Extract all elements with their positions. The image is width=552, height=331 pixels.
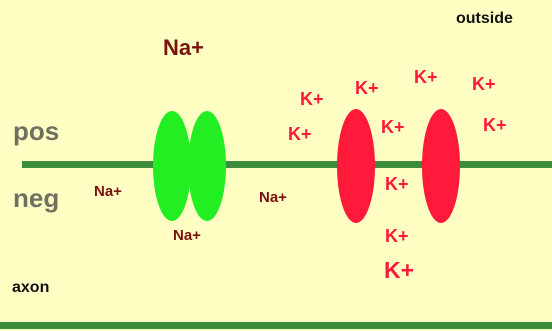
- k-ion-label: K+: [483, 115, 507, 135]
- na-ion-label: Na+: [94, 183, 122, 200]
- axon-label: axon: [12, 279, 50, 296]
- na-ion-label: Na+: [163, 35, 204, 60]
- na-channel-left-half: [153, 111, 191, 221]
- k-channel-right: [422, 109, 460, 223]
- k-ion-label: K+: [384, 257, 415, 283]
- k-ion-label: K+: [288, 124, 312, 144]
- na-channel-right-half: [188, 111, 226, 221]
- k-ion-label: K+: [472, 74, 496, 94]
- na-ion-label: Na+: [259, 189, 287, 206]
- na-ion-label: Na+: [173, 227, 201, 244]
- k-ion-label: K+: [381, 117, 405, 137]
- k-ion-label: K+: [355, 78, 379, 98]
- neg-label: neg: [13, 183, 60, 213]
- k-ion-label: K+: [300, 89, 324, 109]
- k-ion-label: K+: [414, 67, 438, 87]
- membrane-line: [22, 161, 552, 168]
- k-channel-left: [337, 109, 375, 223]
- k-ion-label: K+: [385, 226, 409, 246]
- pos-label: pos: [13, 116, 60, 146]
- k-ion-label: K+: [385, 174, 409, 194]
- axon-boundary-line: [0, 322, 552, 329]
- outside-label: outside: [456, 10, 513, 27]
